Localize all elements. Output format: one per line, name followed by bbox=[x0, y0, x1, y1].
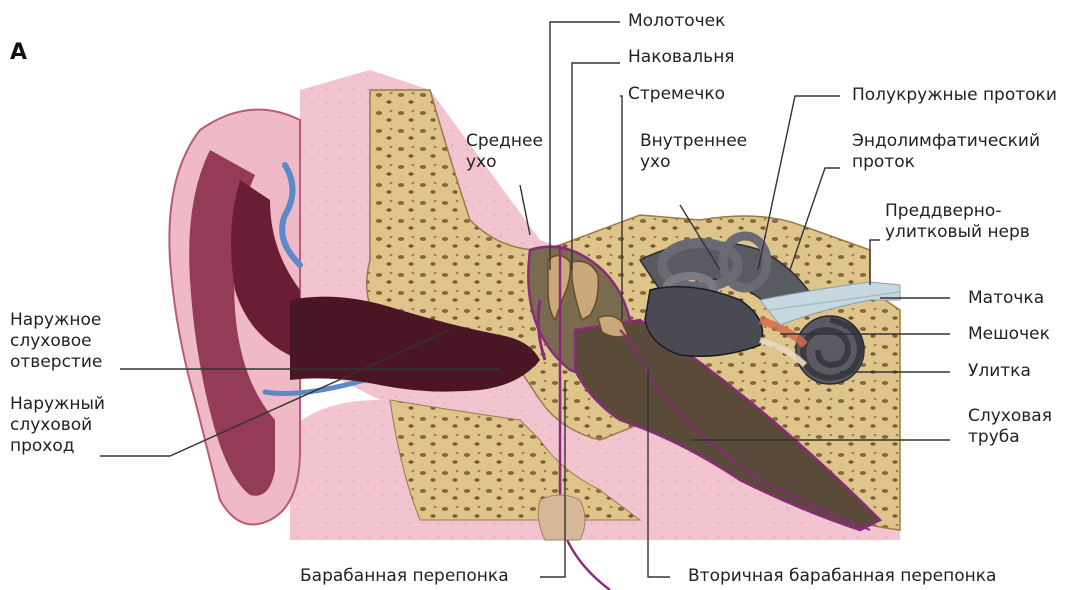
label-auditory-tube: Слуховая труба bbox=[968, 406, 1052, 448]
label-semicircular-ducts: Полукружные протоки bbox=[852, 85, 1057, 106]
label-middle-ear: Среднее ухо bbox=[466, 131, 543, 173]
label-external-auditory-canal: Наружный слуховой проход bbox=[10, 394, 105, 457]
label-secondary-tympanic-membrane: Вторичная барабанная перепонка bbox=[688, 566, 996, 587]
label-inner-ear: Внутреннее ухо bbox=[640, 131, 747, 173]
label-endolymphatic-duct: Эндолимфатический проток bbox=[852, 131, 1040, 173]
label-cochlea: Улитка bbox=[968, 361, 1031, 382]
label-utricle: Маточка bbox=[968, 288, 1044, 309]
label-stapes: Стремечко bbox=[628, 84, 725, 105]
label-vestibulocochlear-nerve: Преддверно- улитковый нерв bbox=[885, 201, 1030, 243]
label-saccule: Мешочек bbox=[968, 324, 1050, 345]
panel-letter: A bbox=[10, 40, 27, 65]
label-external-auditory-opening: Наружное слуховое отверстие bbox=[10, 310, 102, 373]
label-tympanic-membrane: Барабанная перепонка bbox=[300, 566, 509, 587]
bone-fragment bbox=[538, 495, 585, 540]
label-incus: Наковальня bbox=[628, 47, 735, 68]
label-malleus: Молоточек bbox=[628, 11, 725, 32]
